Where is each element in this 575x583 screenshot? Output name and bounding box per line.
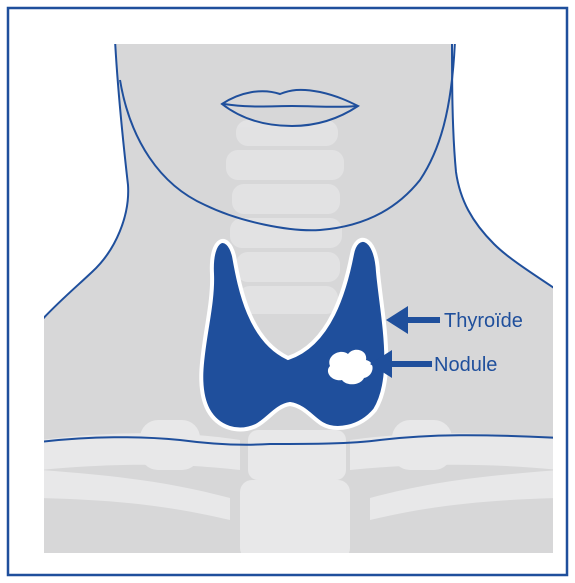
thyroid-label: Thyroïde	[444, 310, 523, 332]
nodule-label: Nodule	[434, 354, 497, 376]
